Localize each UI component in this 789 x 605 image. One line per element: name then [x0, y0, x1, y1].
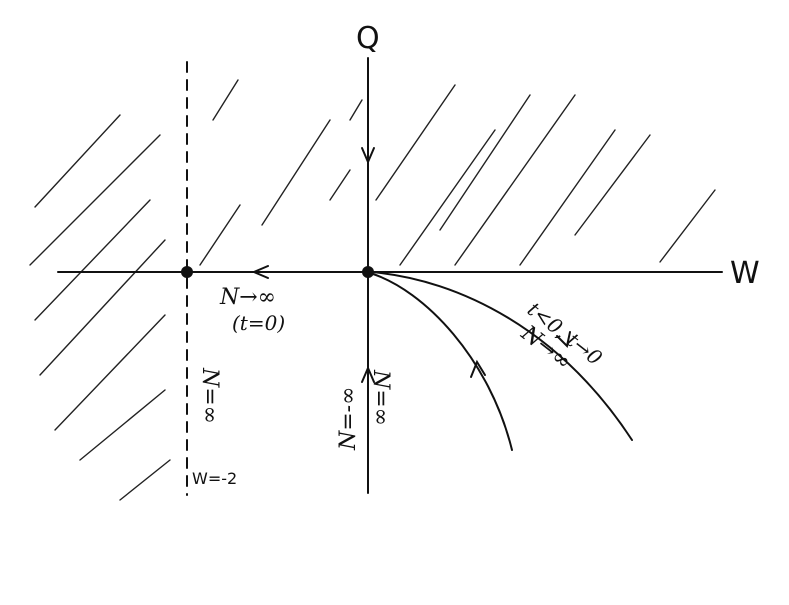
t-zero-label: (t=0) [232, 311, 285, 335]
arrow-w-axis-left [251, 265, 269, 279]
n-eq-infinity-left-label: N=∞ [197, 367, 222, 424]
fixed-point-left [181, 266, 193, 278]
trajectory-outer [371, 271, 633, 441]
hatched-region [29, 79, 716, 501]
arrow-q-axis-down [361, 147, 375, 165]
arrow-inner-trajectory [470, 359, 486, 378]
n-to-infinity-label: N→∞ [219, 285, 276, 310]
q-axis-label: Q [356, 21, 380, 56]
w-eq-minus-two-label: W=-2 [192, 469, 237, 488]
arrow-outer-trajectory [556, 331, 571, 349]
arrow-q-axis-up [361, 365, 375, 383]
n-eq-infinity-center-label: N=∞ [368, 369, 393, 426]
n-eq-minus-infinity-label: N=-∞ [336, 387, 361, 451]
trajectory-inner [369, 272, 513, 451]
fixed-point-origin [362, 266, 374, 278]
w-axis-label: W [730, 256, 760, 291]
